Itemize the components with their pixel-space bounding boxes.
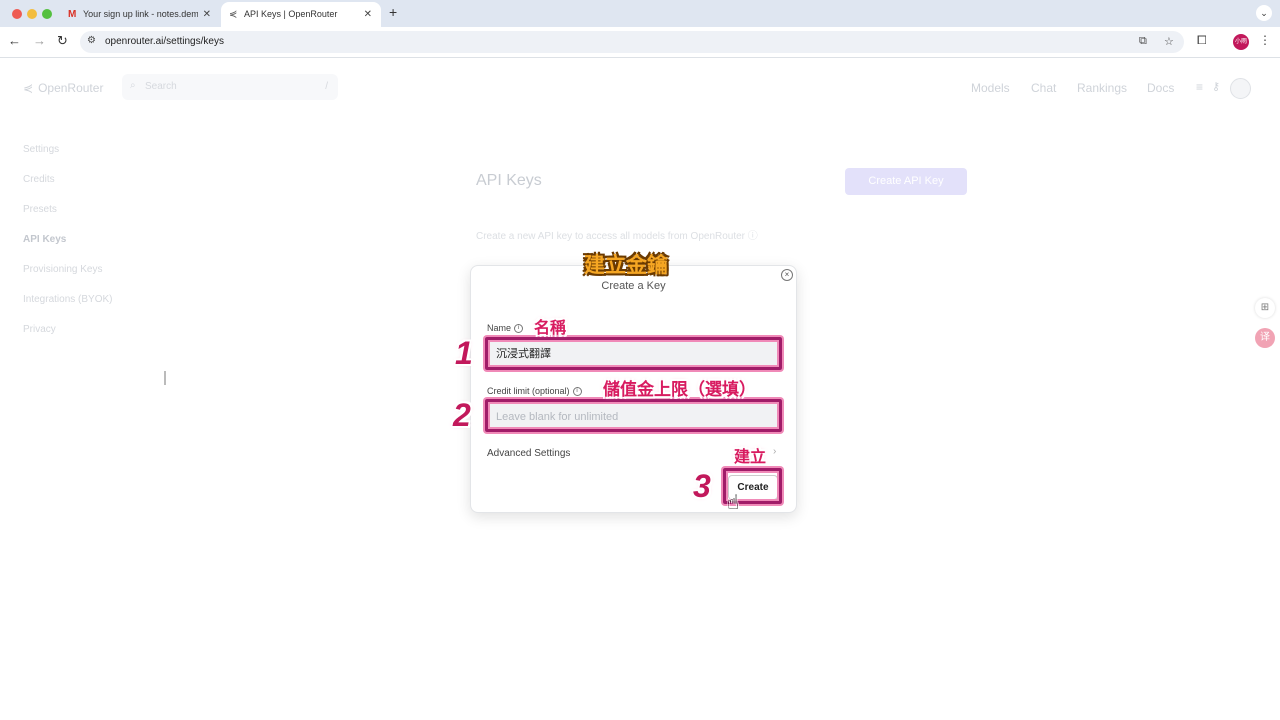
browser-tab-bar: M Your sign up link - notes.dem ✕ ⋞ API … [0,0,1280,27]
logo-mark-icon: ⋞ [23,81,34,95]
extensions-icon[interactable]: ⧠ [1197,33,1207,47]
tab-title: API Keys | OpenRouter [244,9,338,19]
sidebar-item-integrations[interactable]: Integrations (BYOK) [23,294,113,305]
info-icon[interactable]: i [572,387,582,397]
advanced-settings-toggle[interactable]: Advanced Settings [487,448,571,459]
info-icon[interactable]: i [514,324,524,334]
gmail-icon: M [68,9,77,20]
translate-icon[interactable]: 译 [1255,328,1275,348]
name-label-text: Name [487,323,512,333]
nav-rankings[interactable]: Rankings [1077,81,1128,95]
search-input[interactable]: ⌕ Search / [122,74,338,100]
user-avatar[interactable] [1230,78,1251,99]
close-window-button[interactable] [12,9,22,19]
step-number-2: 2 [453,397,471,433]
bookmark-star-icon[interactable]: ☆ [1164,36,1174,48]
tab-search-icon[interactable]: ⌄ [1256,5,1272,21]
chevron-right-icon[interactable]: › [773,446,777,457]
openrouter-icon: ⋞ [229,9,238,20]
site-settings-icon[interactable]: ⚙ [87,35,96,46]
openrouter-logo[interactable]: ⋞ OpenRouter [23,81,103,95]
credit-limit-label-text: Credit limit (optional) [487,386,570,396]
browser-menu-icon[interactable]: ⋮ [1259,33,1271,47]
create-button[interactable]: Create [728,475,778,500]
sidebar-item-api-keys[interactable]: API Keys [23,234,67,245]
hand-cursor-icon: ☝ [727,492,740,514]
cast-icon[interactable]: ⧉ [1139,35,1147,47]
annotation-credit: 儲值金上限（選填） [603,380,756,399]
close-icon[interactable]: × [781,269,793,281]
browser-tab-openrouter[interactable]: ⋞ API Keys | OpenRouter ✕ [221,2,381,27]
sidebar-item-privacy[interactable]: Privacy [23,324,56,335]
sidebar-item-settings[interactable]: Settings [23,144,60,155]
tab-title: Your sign up link - notes.dem [83,9,198,19]
key-icon[interactable]: ⚷ [1212,81,1221,93]
name-field[interactable]: 沉浸式翻譯 [487,340,780,368]
new-tab-icon[interactable]: + [389,4,398,20]
url-text[interactable]: openrouter.ai/settings/keys [105,36,224,47]
sidebar-item-provisioning-keys[interactable]: Provisioning Keys [23,264,103,275]
maximize-window-button[interactable] [42,9,52,19]
browser-tab-gmail[interactable]: M Your sign up link - notes.dem ✕ [60,2,220,27]
sidebar-item-credits[interactable]: Credits [23,174,55,185]
site-header: ⋞ OpenRouter ⌕ Search / Models Chat Ranki… [0,58,1280,118]
menu-icon[interactable]: ≡ [1196,80,1204,94]
highlight-name-field [485,337,782,370]
highlight-create-button [723,468,782,504]
close-tab-icon[interactable]: ✕ [363,9,372,20]
step-number-1: 1 [455,335,473,371]
create-api-key-button[interactable]: Create API Key [845,168,967,195]
profile-avatar[interactable]: 小雨 [1233,34,1249,50]
minimize-window-button[interactable] [27,9,37,19]
address-bar[interactable]: ⚙ openrouter.ai/settings/keys ⧉ ☆ [80,31,1184,53]
search-icon: ⌕ [130,80,136,91]
page-description: Create a new API key to access all model… [476,231,758,242]
search-placeholder: Search [145,81,177,92]
logo-text: OpenRouter [38,81,104,95]
annotation-name: 名稱 [534,320,567,337]
credit-limit-label: Credit limit (optional)i [487,386,582,397]
text-cursor [164,371,166,385]
highlight-credit-field [485,399,782,432]
nav-chat[interactable]: Chat [1031,81,1057,95]
search-shortcut: / [325,81,328,92]
browser-toolbar: ← → ↻ ⚙ openrouter.ai/settings/keys ⧉ ☆ … [0,27,1280,58]
page-title: API Keys [476,172,542,189]
step-number-3: 3 [693,468,711,504]
sidebar-item-presets[interactable]: Presets [23,204,57,215]
modal-title: Create a Key [601,280,666,292]
back-arrow-icon[interactable]: ← [8,33,21,48]
annotation-title: 建立金鑰 [584,254,668,277]
nav-models[interactable]: Models [971,81,1010,95]
credit-limit-field[interactable]: Leave blank for unlimited [487,403,780,431]
nav-docs[interactable]: Docs [1147,81,1175,95]
annotation-create: 建立 [734,449,767,466]
close-tab-icon[interactable]: ✕ [202,9,211,20]
forward-arrow-icon[interactable]: → [33,33,46,48]
grid-plus-icon[interactable]: ⊞ [1255,298,1275,318]
reload-icon[interactable]: ↻ [57,33,68,48]
